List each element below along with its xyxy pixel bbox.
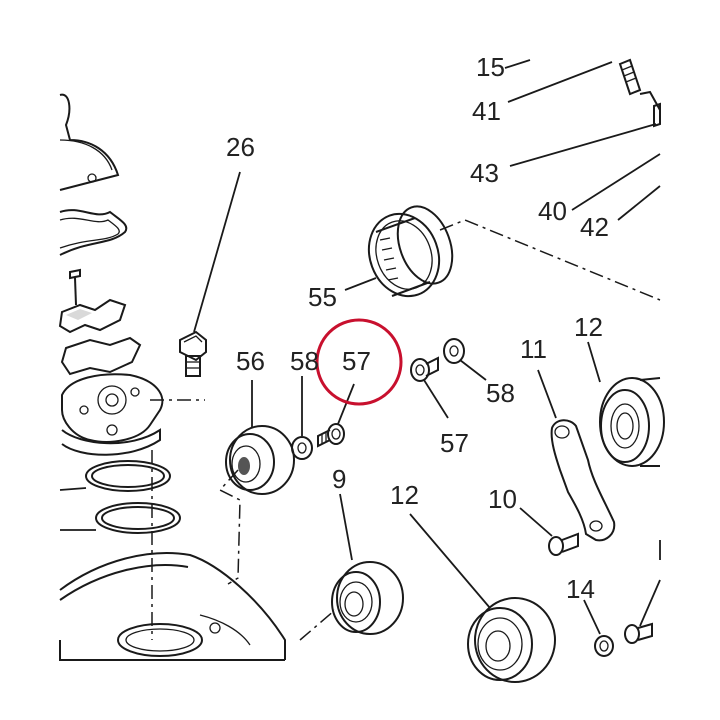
callout-labels: 15 41 43 40 42 26 55 56 58 57 58 57 11 1…: [226, 52, 609, 604]
label-57-right: 57: [440, 428, 469, 458]
upper-right-shaft-parts: [504, 58, 661, 560]
label-11: 11: [520, 334, 547, 364]
label-42: 42: [580, 212, 609, 242]
label-26: 26: [226, 132, 255, 162]
label-15: 15: [476, 52, 505, 82]
label-12-top: 12: [574, 312, 603, 342]
label-57-highlight: 57: [342, 346, 371, 376]
part-57-screw-right: [410, 356, 449, 419]
label-41: 41: [472, 96, 501, 126]
part-58-washer-left: [291, 376, 313, 460]
part-57-screw-left: [317, 383, 355, 448]
highlight-circle: [315, 318, 403, 406]
label-55: 55: [308, 282, 337, 312]
part-12-ball-bearing-bottom: [409, 513, 556, 683]
part-9-ball-bearing: [331, 493, 404, 635]
label-56: 56: [236, 346, 265, 376]
part-12-ball-bearing-top: [587, 341, 665, 467]
part-14-screw: [583, 579, 661, 657]
assembly-centerlines: [150, 219, 661, 641]
part-11-retainer-plate: [537, 369, 616, 542]
part-58-washer-right: [443, 338, 487, 381]
label-40: 40: [538, 196, 567, 226]
label-14: 14: [566, 574, 595, 604]
label-12-bottom: 12: [390, 480, 419, 510]
part-56-oil-seal: [225, 380, 295, 495]
part-10-screw: [519, 507, 579, 556]
label-9: 9: [332, 464, 346, 494]
part-55-needle-bearing: [344, 205, 454, 298]
label-58-right: 58: [486, 378, 515, 408]
part-26-cap-screw: [179, 171, 241, 377]
label-43: 43: [470, 158, 499, 188]
label-58-left: 58: [290, 346, 319, 376]
housing-assembly: [58, 93, 286, 661]
label-10: 10: [488, 484, 517, 514]
